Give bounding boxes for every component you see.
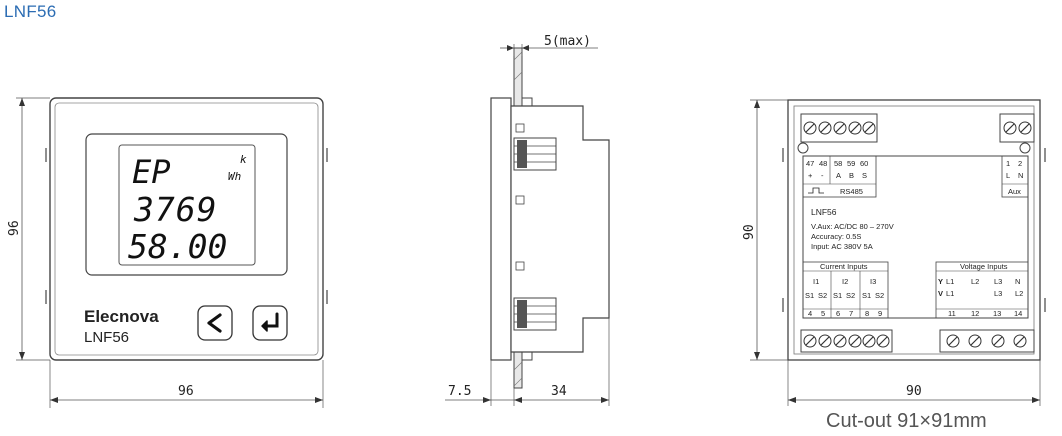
lcd-line2: 3769 xyxy=(133,190,217,229)
front-bezel-inner xyxy=(54,102,319,356)
terminal-11: 11 xyxy=(948,309,956,318)
aux-l: L xyxy=(1006,171,1010,180)
pin-s1-a: S1 xyxy=(805,291,814,300)
front-height-dimension: 96 xyxy=(7,97,50,361)
phase-i3: I3 xyxy=(870,277,876,286)
enter-button xyxy=(252,305,288,341)
left-arrow-button xyxy=(197,305,233,341)
spec-accuracy: Accuracy: 0.5S xyxy=(811,232,861,241)
pin-s2-a: S2 xyxy=(818,291,827,300)
rear-label-panel xyxy=(802,155,1029,319)
phase-i2: I2 xyxy=(842,277,848,286)
terminal-13: 13 xyxy=(993,309,1001,318)
svg-text:Y: Y xyxy=(938,277,943,286)
voltage-y-n: N xyxy=(1015,277,1020,286)
depth-dimension: 7.5 34 xyxy=(445,318,610,406)
front-model-label: LNF56 xyxy=(84,329,129,346)
side-view: 5(max) 7.5 34 xyxy=(445,34,610,406)
rear-height-label: 90 xyxy=(742,224,757,240)
aux-n: N xyxy=(1018,171,1023,180)
pin-s1-b: S1 xyxy=(833,291,842,300)
side-bezel xyxy=(490,97,512,361)
sign-minus: - xyxy=(821,171,824,180)
pin-s2-b: S2 xyxy=(846,291,855,300)
sign-b: B xyxy=(849,171,854,180)
brand-label: Elecnova xyxy=(84,307,159,326)
rear-width-dimension: 90 xyxy=(787,360,1041,406)
pin-s2-c: S2 xyxy=(875,291,884,300)
sign-a: A xyxy=(836,171,841,180)
rear-width-label: 90 xyxy=(906,384,922,399)
pulse-icon xyxy=(808,187,824,194)
voltage-inputs-header: Voltage Inputs xyxy=(960,262,1008,271)
terminal-screws-bottom xyxy=(803,334,1027,348)
front-view: EP k Wh 3769 58.00 Elecnova LNF56 96 xyxy=(7,97,328,408)
terminal-58: 58 xyxy=(834,159,842,168)
terminal-8: 8 xyxy=(865,309,869,318)
terminal-9: 9 xyxy=(878,309,882,318)
lcd-unit-top: k xyxy=(240,153,247,166)
voltage-y-l1: L1 xyxy=(946,277,954,286)
lcd-screen xyxy=(118,144,256,266)
aux-label: Aux xyxy=(1008,187,1021,196)
voltage-y-l2: L2 xyxy=(971,277,979,286)
terminal-4: 4 xyxy=(808,309,812,318)
voltage-y-l3: L3 xyxy=(994,277,1002,286)
enter-icon xyxy=(262,312,279,328)
svg-text:V: V xyxy=(938,289,943,298)
terminal-12: 12 xyxy=(971,309,979,318)
front-height-label: 96 xyxy=(7,220,22,236)
sign-plus: + xyxy=(808,171,813,180)
terminal-60: 60 xyxy=(860,159,868,168)
current-inputs-header: Current Inputs xyxy=(820,262,868,271)
terminal-7: 7 xyxy=(849,309,853,318)
diagram-title: LNF56 xyxy=(4,2,57,21)
terminal-screws-top xyxy=(803,121,1032,135)
aux-2: 2 xyxy=(1018,159,1022,168)
sign-s: S xyxy=(862,171,867,180)
rear-model-label: LNF56 xyxy=(811,207,837,217)
bottom-right-terminal-block xyxy=(939,329,1035,353)
terminal-6: 6 xyxy=(836,309,840,318)
rear-view: 47 48 58 59 60 + - A B S RS485 1 2 L N A… xyxy=(742,99,1046,406)
lcd-line1: EP xyxy=(132,153,171,191)
panel-thickness-dimension: 5(max) xyxy=(500,34,598,56)
spec-input: Input: AC 380V 5A xyxy=(811,242,873,251)
spec-vaux: V.Aux: AC/DC 80 – 270V xyxy=(811,222,894,231)
aux-1: 1 xyxy=(1006,159,1010,168)
rear-height-dimension: 90 xyxy=(742,99,788,361)
phase-i1: I1 xyxy=(813,277,819,286)
front-depth-label: 7.5 xyxy=(448,384,471,399)
terminal-14: 14 xyxy=(1014,309,1022,318)
cutout-note: Cut-out 91×91mm xyxy=(826,410,987,432)
terminal-5: 5 xyxy=(821,309,825,318)
pin-s1-c: S1 xyxy=(862,291,871,300)
voltage-v-l3: L3 xyxy=(994,289,1002,298)
rs485-label: RS485 xyxy=(840,187,863,196)
lcd-line3: 58.00 xyxy=(128,227,227,266)
panel-thickness-label: 5(max) xyxy=(544,34,591,49)
terminal-48: 48 xyxy=(819,159,827,168)
body-depth-label: 34 xyxy=(551,384,567,399)
voltage-v-l2: L2 xyxy=(1015,289,1023,298)
lcd-unit-bottom: Wh xyxy=(228,170,241,183)
voltage-v-l1: L1 xyxy=(946,289,954,298)
front-width-dimension: 96 xyxy=(49,360,324,408)
chevron-left-icon xyxy=(207,313,222,333)
front-width-label: 96 xyxy=(178,384,194,399)
terminal-59: 59 xyxy=(847,159,855,168)
terminal-47: 47 xyxy=(806,159,814,168)
